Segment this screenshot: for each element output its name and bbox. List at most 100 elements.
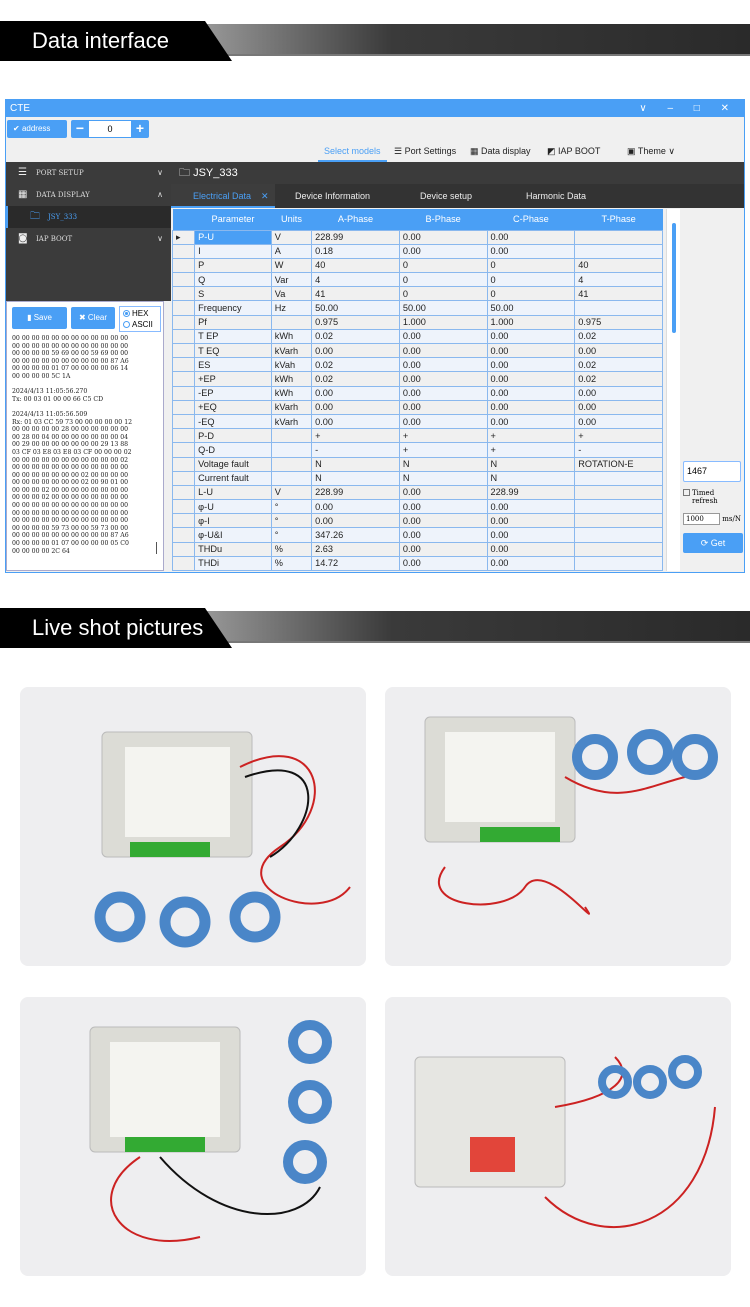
- row-indicator[interactable]: [171, 442, 196, 458]
- table-cell[interactable]: N: [486, 470, 576, 486]
- table-cell[interactable]: P-U: [194, 229, 272, 245]
- column-header[interactable]: A-Phase: [311, 209, 400, 230]
- table-cell[interactable]: 0.00: [574, 413, 663, 430]
- table-cell[interactable]: V: [270, 229, 313, 245]
- table-cell[interactable]: +: [398, 428, 488, 444]
- table-cell[interactable]: -: [311, 442, 400, 458]
- row-indicator[interactable]: [171, 399, 196, 415]
- table-cell[interactable]: I: [194, 243, 272, 259]
- table-cell[interactable]: 4: [574, 272, 663, 288]
- table-cell[interactable]: ES: [194, 357, 272, 373]
- row-indicator[interactable]: [171, 413, 196, 430]
- table-cell[interactable]: P: [194, 257, 272, 274]
- table-cell[interactable]: N: [311, 456, 400, 472]
- table-cell[interactable]: 0.00: [486, 499, 576, 515]
- save-button[interactable]: ▮ Save: [12, 307, 67, 329]
- table-cell[interactable]: 1.000: [398, 314, 488, 330]
- table-cell[interactable]: kVah: [270, 357, 313, 373]
- table-cell[interactable]: 0.00: [486, 541, 576, 557]
- log-scrollbar[interactable]: [156, 542, 157, 554]
- table-cell[interactable]: 0.00: [398, 527, 488, 543]
- table-cell[interactable]: kVarh: [270, 399, 313, 415]
- table-cell[interactable]: 50.00: [311, 300, 400, 316]
- row-indicator[interactable]: [171, 484, 196, 501]
- tab-harmonic-data[interactable]: Harmonic Data: [526, 191, 587, 201]
- table-cell[interactable]: 50.00: [398, 300, 488, 316]
- table-cell[interactable]: 0.00: [398, 484, 488, 501]
- row-indicator[interactable]: [171, 314, 196, 330]
- table-cell[interactable]: 0.00: [486, 399, 576, 415]
- table-cell[interactable]: Va: [270, 286, 313, 302]
- table-cell[interactable]: 0.00: [486, 342, 576, 359]
- address-button[interactable]: ✔ address: [7, 120, 67, 138]
- table-cell[interactable]: φ-U&I: [194, 527, 272, 543]
- table-cell[interactable]: 0.00: [486, 357, 576, 373]
- table-cell[interactable]: +EQ: [194, 399, 272, 415]
- address-stepper[interactable]: − 0 +: [71, 120, 149, 138]
- table-cell[interactable]: T EP: [194, 328, 272, 345]
- table-cell[interactable]: -EQ: [194, 413, 272, 430]
- row-indicator[interactable]: [171, 428, 196, 444]
- radio-hex[interactable]: HEX: [123, 308, 157, 319]
- table-cell[interactable]: 0.00: [398, 413, 488, 430]
- table-cell[interactable]: N: [311, 470, 400, 486]
- table-cell[interactable]: 0.00: [486, 385, 576, 401]
- table-cell[interactable]: 40: [311, 257, 400, 274]
- row-indicator[interactable]: [171, 243, 196, 259]
- table-cell[interactable]: Voltage fault: [194, 456, 272, 472]
- tab-device-information[interactable]: Device Information: [295, 191, 371, 201]
- table-cell[interactable]: N: [398, 456, 488, 472]
- increment-button[interactable]: +: [135, 120, 145, 136]
- table-cell[interactable]: T EQ: [194, 342, 272, 359]
- table-cell[interactable]: +: [574, 428, 663, 444]
- table-cell[interactable]: 0.00: [486, 229, 576, 245]
- menu-select-models[interactable]: Select models: [318, 144, 387, 162]
- table-cell[interactable]: -EP: [194, 385, 272, 401]
- table-cell[interactable]: 0.00: [574, 399, 663, 415]
- row-indicator[interactable]: [171, 328, 196, 345]
- table-cell[interactable]: 0.00: [398, 513, 488, 529]
- column-header[interactable]: Parameter: [194, 209, 272, 230]
- table-cell[interactable]: [270, 456, 313, 472]
- table-cell[interactable]: 41: [574, 286, 663, 302]
- table-cell[interactable]: 0.00: [398, 357, 488, 373]
- table-cell[interactable]: 0.00: [398, 541, 488, 557]
- table-cell[interactable]: 0.00: [398, 328, 488, 345]
- table-cell[interactable]: +: [486, 442, 576, 458]
- table-cell[interactable]: 0.02: [311, 371, 400, 387]
- table-cell[interactable]: A: [270, 243, 313, 259]
- window-controls[interactable]: ∨ – □ ✕: [639, 103, 738, 114]
- table-cell[interactable]: 0.975: [311, 314, 400, 330]
- table-cell[interactable]: 0.00: [311, 499, 400, 515]
- table-cell[interactable]: 0.00: [398, 371, 488, 387]
- column-header[interactable]: Units: [271, 209, 312, 230]
- table-cell[interactable]: 0.00: [311, 513, 400, 529]
- table-cell[interactable]: 228.99: [486, 484, 576, 501]
- column-header[interactable]: T-Phase: [574, 209, 663, 230]
- row-indicator[interactable]: [171, 456, 196, 472]
- table-cell[interactable]: 0.00: [311, 413, 400, 430]
- menu-port-settings[interactable]: ☰ Port Settings: [394, 146, 457, 156]
- tab-electrical-data[interactable]: Electrical Data✕: [171, 184, 275, 208]
- table-cell[interactable]: 0.00: [311, 385, 400, 401]
- table-cell[interactable]: 0.00: [486, 243, 576, 259]
- table-cell[interactable]: V: [270, 484, 313, 501]
- table-cell[interactable]: +: [311, 428, 400, 444]
- table-cell[interactable]: 0.00: [398, 229, 488, 245]
- table-cell[interactable]: 0.00: [486, 555, 576, 572]
- table-cell[interactable]: kVarh: [270, 413, 313, 430]
- table-cell[interactable]: 347.26: [311, 527, 400, 543]
- table-cell[interactable]: [574, 470, 663, 486]
- radio-ascii[interactable]: ASCII: [123, 319, 157, 330]
- menu-iap-boot[interactable]: ◩ IAP BOOT: [547, 146, 601, 156]
- table-cell[interactable]: kWh: [270, 371, 313, 387]
- table-row[interactable]: Q-D-++-: [171, 442, 663, 458]
- table-cell[interactable]: 0.18: [311, 243, 400, 259]
